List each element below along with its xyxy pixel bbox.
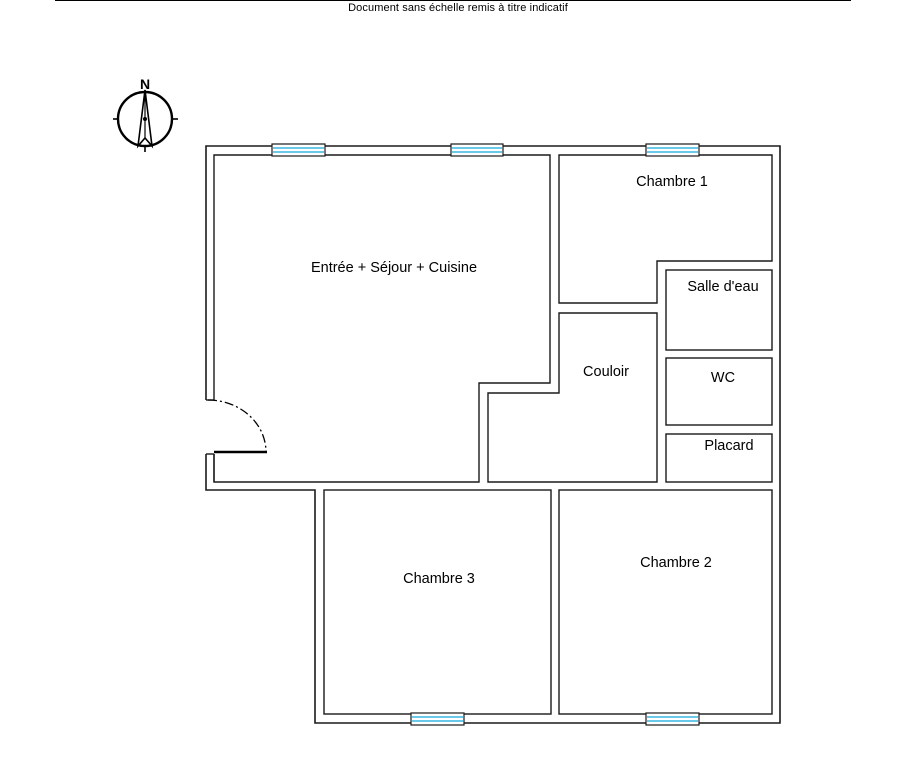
chambre3-walls (323, 489, 552, 715)
window-bottom-chambre3 (410, 712, 465, 726)
room-label-placard: Placard (704, 438, 753, 454)
room-label-salle-eau: Salle d'eau (687, 279, 758, 295)
chambre1-walls (558, 154, 773, 304)
entry-door-opening (203, 400, 218, 454)
room-label-chambre3: Chambre 3 (403, 571, 475, 587)
room-label-couloir: Couloir (583, 364, 629, 380)
room-label-wc: WC (711, 370, 735, 386)
chambre2-walls (558, 489, 773, 715)
compass-north-letter: N (140, 76, 150, 92)
top-rule (55, 0, 851, 1)
exterior-wall-outer (205, 145, 781, 724)
wc-walls (665, 357, 773, 426)
room-label-chambre2: Chambre 2 (640, 555, 712, 571)
compass-icon: N (113, 76, 178, 152)
placard-walls (665, 433, 773, 483)
salle-eau-walls (665, 269, 773, 351)
window-top-2 (450, 143, 504, 157)
window-top-chambre1 (645, 143, 700, 157)
room-label-sejour: Entrée + Séjour + Cuisine (311, 260, 477, 276)
door-swing-arc (207, 399, 267, 453)
window-bottom-chambre2 (645, 712, 700, 726)
window-top-1 (271, 143, 326, 157)
couloir-walls (487, 312, 658, 483)
disclaimer-note: Document sans échelle remis à titre indi… (348, 2, 568, 14)
room-label-chambre1: Chambre 1 (636, 174, 708, 190)
sejour-inner-wall (213, 154, 551, 483)
